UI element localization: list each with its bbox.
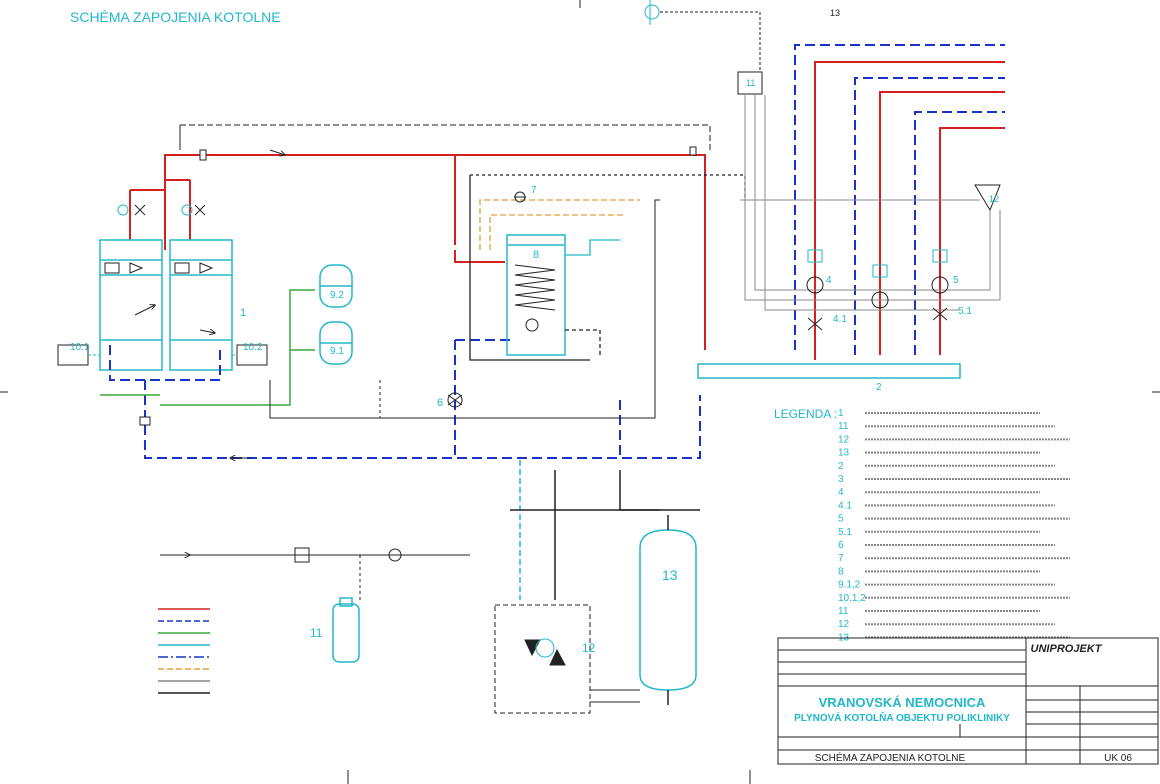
tank-13 [639,515,697,705]
tank-9-2 [319,264,353,308]
label-top-11: 11 [746,78,755,88]
label-unit-5-1: 5.1 [958,306,972,317]
legend-number: 11 [838,606,849,617]
project-subtitle: PLYNOVÁ KOTOLŇA OBJEKTU POLIKLINIKY [794,711,1010,724]
boiler-valves [117,204,206,216]
label-pump-6: 6 [437,397,443,409]
diagram-title: SCHÉMA ZAPOJENIA KOTOLNE [70,9,281,25]
inlet-line [160,547,470,600]
boiler-left [99,239,163,371]
label-box-10-1: 10.1 [70,342,90,353]
legend-number: 2 [838,461,844,472]
pipe-legend [158,608,210,694]
label-bottle-11: 11 [310,626,323,640]
legend-number: 8 [838,566,844,577]
riser-lines [794,44,1005,360]
legend-number: 13 [838,448,850,459]
pump-unit-5-1 [932,307,948,321]
label-boiler: 1 [240,307,246,319]
pump-unit-4 [806,249,824,294]
legend-number: 11 [838,421,849,432]
legend-number: 12 [838,619,850,630]
company-name: UNIPROJEKT [1031,643,1103,655]
control-box-12 [974,184,1001,212]
label-control-12: 12 [582,641,596,655]
control-loop [269,199,660,419]
drawing-number: UK 06 [1104,753,1132,764]
legend-text-lines [865,412,1070,639]
label-heater-8: 8 [533,249,539,261]
label-tank-13: 13 [662,567,678,583]
bottle-11 [332,597,360,663]
label-tank-9-2: 9.2 [330,290,344,301]
legend-number: 1 [838,408,844,419]
legend-number: 6 [838,540,844,551]
legend-number: 5 [838,514,844,525]
label-top-13: 13 [830,8,840,18]
legend-number: 12 [838,434,850,445]
makeup-lines [510,460,700,600]
box-10-2 [232,344,268,366]
manifold-2 [697,363,961,379]
legend-number: 5.1 [838,527,852,538]
title-block [777,637,1159,765]
pump-7 [514,191,526,203]
water-heater-8 [506,234,566,356]
label-box-10-2: 10.2 [243,342,263,353]
boiler-right [169,239,233,371]
legend-number: 4.1 [838,500,852,511]
project-name: VRANOVSKÁ NEMOCNICA [819,695,986,710]
return-line [109,339,701,459]
label-manifold-2: 2 [876,382,882,393]
gas-line [100,289,315,406]
box-10-1 [57,344,100,366]
pump-unit-mid [871,264,889,309]
label-pump-7: 7 [531,185,537,196]
supply-header [129,124,711,350]
pump-unit-5 [931,249,949,294]
tank-9-1 [319,321,353,365]
label-tank-9-1: 9.1 [330,346,344,357]
legend-number: 4 [838,487,844,498]
pump-6 [447,392,463,408]
legend-heading: LEGENDA : [774,407,837,421]
heater-connections [469,174,746,361]
legend-number: 3 [838,474,844,485]
label-unit-5: 5 [953,275,959,286]
label-unit-4-1: 4.1 [833,314,847,325]
legend-number: 7 [838,553,844,564]
legend-number: 9.1,2 [838,580,861,591]
label-unit-4: 4 [826,275,832,286]
control-unit-12 [494,604,640,714]
legend-number: 10.1,2 [838,593,866,604]
label-top-12: 12 [989,194,999,204]
pump-unit-4-1 [807,317,823,331]
drawing-title: SCHÉMA ZAPOJENIA KOTOLNE [815,751,966,764]
control-box-11 [737,71,763,95]
